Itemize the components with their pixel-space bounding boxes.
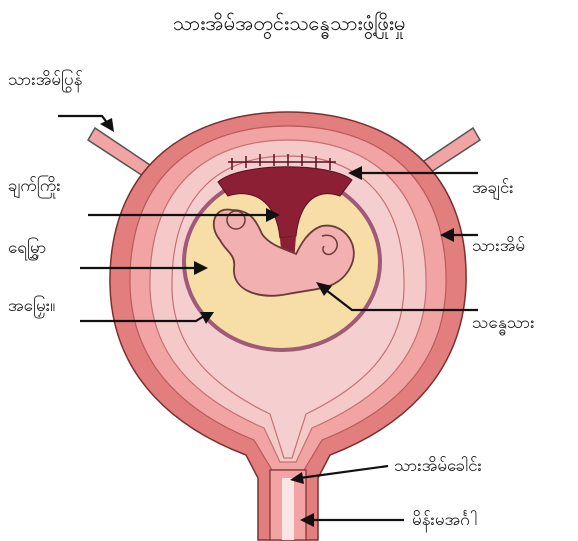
label-vagina: မိန်းမအင်္ဂါ: [412, 512, 477, 529]
label-cervix: သားအိမ်ခေါင်း: [394, 458, 482, 475]
label-fetus: သန္ဓေသား: [472, 315, 535, 332]
label-placenta: အချင်း: [472, 180, 514, 197]
label-umbilical-cord: ချက်ကြိုး: [8, 178, 61, 195]
pointer-fallopian-tube: [58, 116, 108, 124]
label-amniotic-fluid: ရေမြွှာ: [8, 240, 47, 257]
label-fallopian-tube: သားအိမ်ပြွန်: [8, 72, 82, 89]
label-uterus: သားအိမ်: [472, 238, 525, 255]
label-membrane: အမြှေး။: [8, 298, 55, 315]
